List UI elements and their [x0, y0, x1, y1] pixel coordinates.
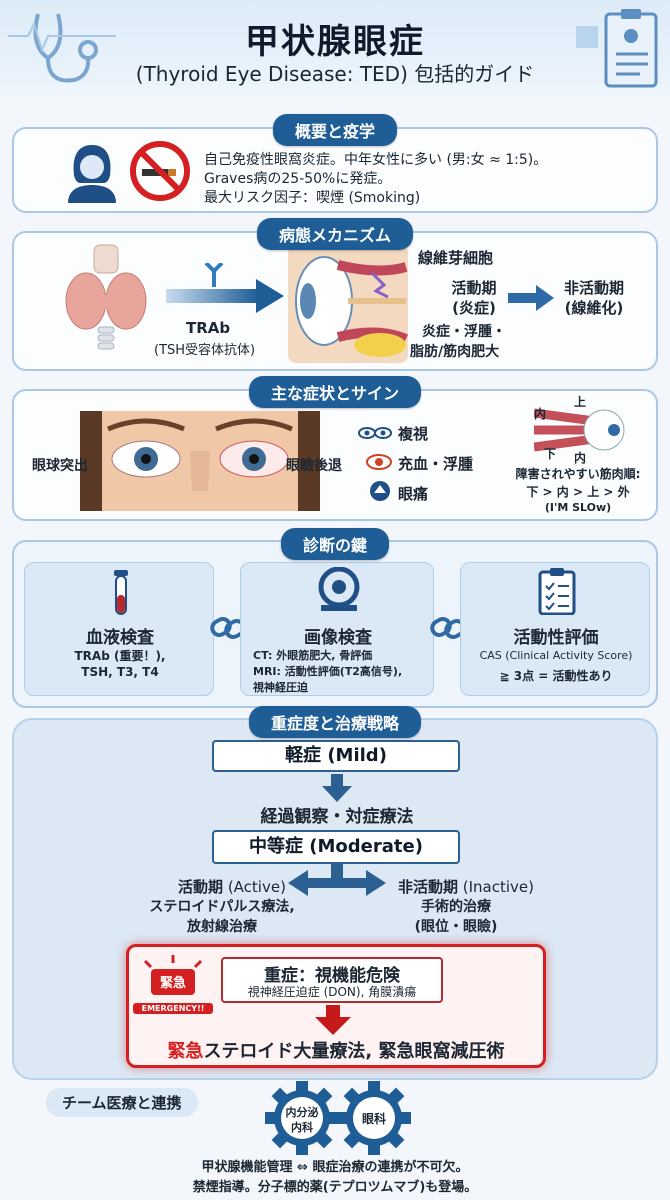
header-banner: 甲状腺眼症 (Thyroid Eye Disease: TED) 包括的ガイド — [0, 0, 670, 98]
muscle-down-label: 下 — [544, 447, 557, 461]
severe-box: 重症：視機能危険 視神経圧迫症 (DON), 角膜潰瘍 — [221, 957, 443, 1003]
severe-subtitle: 視神経圧迫症 (DON), 角膜潰瘍 — [247, 985, 417, 999]
eye-pain-label: 眼痛 — [398, 485, 429, 503]
imaging-line-3: 視神経圧迫 — [253, 681, 308, 694]
page-title: 甲状腺眼症 — [245, 22, 425, 62]
trab-sub-label: (TSH受容体抗体) — [154, 343, 256, 358]
urgent-treatment: 緊急ステロイド大量療法, 緊急眼窩減圧術 — [167, 1041, 505, 1062]
overview-heading: 概要と疫学 — [272, 114, 398, 146]
severe-title: 重症：視機能危険 — [264, 966, 400, 986]
treatment-section: 軽症 (Mild) 経過観察・対症療法 中等症 (Moderate) 活動期 (… — [12, 718, 658, 1080]
checklist-icon — [538, 568, 576, 615]
muscle-in2-label: 内 — [574, 451, 587, 465]
activity-card: 活動性評価 CAS (Clinical Activity Score) ≧ 3点… — [460, 562, 650, 696]
muscle-up-label: 上 — [574, 395, 587, 409]
thyroid-icon — [65, 244, 147, 350]
mild-box: 軽症 (Mild) — [212, 740, 460, 772]
activity-title: 活動性評価 — [513, 628, 599, 648]
blood-test-line-1: TRAb (重要！), — [74, 649, 166, 663]
double-vision-icon — [358, 427, 392, 439]
mild-treatment: 経過観察・対症療法 — [260, 807, 414, 827]
page-subtitle: (Thyroid Eye Disease: TED) 包括的ガイド — [135, 62, 535, 86]
woman-icon — [68, 145, 116, 203]
inactive-phase-sub: (線維化) — [564, 299, 624, 317]
inactive-branch-label: 非活動期 (Inactive) — [397, 878, 534, 896]
symptoms-heading: 主な症状とサイン — [248, 376, 422, 408]
treatment-heading: 重症度と治療戦略 — [248, 706, 422, 738]
antibody-arrow-icon — [166, 263, 284, 313]
fibroblast-label: 線維芽細胞 — [418, 249, 494, 267]
red-eye-icon — [366, 454, 392, 470]
team-line-1: 甲状腺機能管理 ⇔ 眼症治療の連携が不可欠。 — [201, 1160, 469, 1175]
stethoscope-icon — [8, 13, 116, 83]
overview-line-1: 自己免疫性眼窩炎症。中年女性に多い (男:女 ≈ 1:5)。 — [204, 152, 548, 168]
emergency-en-badge: EMERGENCY!! — [133, 1003, 213, 1014]
emergency-jp-badge: 緊急 — [159, 976, 186, 991]
inflammation-label: 炎症・浮腫・ — [422, 324, 506, 340]
down-arrow-icon — [322, 774, 352, 802]
eye-muscles-icon — [534, 408, 625, 452]
mechanism-heading: 病態メカニズム — [256, 218, 414, 250]
active-phase-label: 活動期 — [451, 279, 497, 297]
symptoms-section: 眼球突出 眼瞼後退 複視 充血・浮腫 眼痛 上 内 下 内 障害されやすい筋肉順… — [12, 389, 658, 521]
overview-line-3: 最大リスク因子：喫煙 (Smoking) — [204, 190, 421, 206]
active-treatment-2: 放射線治療 — [187, 919, 257, 935]
gear-ophthalmology-label: 眼科 — [361, 1112, 386, 1126]
team-heading: チーム医療と連携 — [46, 1088, 198, 1117]
blood-test-title: 血液検査 — [86, 628, 154, 648]
active-phase-sub: (炎症) — [452, 299, 496, 317]
imaging-title: 画像検査 — [304, 628, 372, 648]
muscle-in-label: 内 — [534, 407, 547, 421]
diagnosis-heading: 診断の鍵 — [280, 528, 390, 560]
moderate-box: 中等症 (Moderate) — [212, 830, 460, 864]
severe-panel: 緊急 EMERGENCY!! 重症：視機能危険 視神経圧迫症 (DON), 角膜… — [126, 944, 546, 1068]
redness-label: 充血・浮腫 — [398, 455, 474, 473]
proptosis-label: 眼球突出 — [32, 458, 88, 474]
eye-pain-icon — [370, 481, 390, 501]
activity-line-2: ≧ 3点 = 活動性あり — [499, 669, 613, 683]
proptosis-eyes-icon — [80, 411, 320, 511]
severe-down-arrow-icon — [315, 1005, 351, 1035]
muscle-order-title: 障害されやすい筋肉順: — [515, 467, 641, 481]
overview-line-2: Graves病の25-50%に発症。 — [204, 171, 392, 187]
active-treatment-1: ステロイドパルス療法, — [149, 899, 295, 915]
ct-scanner-icon — [318, 567, 360, 611]
imaging-line-2: MRI: 活動性評価(T2高信号), — [253, 665, 403, 678]
gear-icon-endocrinology — [265, 1081, 339, 1155]
team-line-2: 禁煙指導。分子標的薬(テプロツムマブ)も登場。 — [192, 1180, 478, 1195]
diagnosis-section: 血液検査 TRAb (重要！), TSH, T3, T4 画像検査 CT: 外眼… — [12, 540, 658, 708]
test-tube-icon — [114, 570, 128, 615]
imaging-line-1: CT: 外眼筋肥大, 骨評価 — [253, 649, 373, 662]
orbit-cross-section-icon — [288, 245, 408, 363]
split-arrow-icon — [288, 864, 386, 896]
muscle-order: 下 > 内 > 上 > 外 — [526, 485, 630, 499]
clipboard-icon — [576, 9, 658, 88]
no-smoking-icon — [130, 141, 190, 201]
blood-test-card: 血液検査 TRAb (重要！), TSH, T3, T4 — [24, 562, 214, 696]
phase-arrow-icon — [508, 285, 554, 311]
diplopia-label: 複視 — [398, 425, 429, 443]
activity-line-1: CAS (Clinical Activity Score) — [479, 649, 633, 662]
gear-endocrinology-line-1: 内分泌 — [285, 1106, 319, 1119]
mechanism-section: TRAb (TSH受容体抗体) 線維芽細胞 炎症・浮腫・ 脂肪/筋肉肥大 活動期… — [12, 231, 658, 371]
inactive-treatment-2: (眼位・眼瞼) — [414, 919, 498, 935]
lid-retraction-label: 眼瞼後退 — [286, 458, 342, 474]
gear-icon-ophthalmology — [337, 1081, 411, 1155]
emergency-siren-icon — [143, 955, 203, 995]
inactive-phase-label: 非活動期 — [563, 279, 624, 297]
active-branch-label: 活動期 (Active) — [178, 878, 286, 896]
imaging-card: 画像検査 CT: 外眼筋肥大, 骨評価 MRI: 活動性評価(T2高信号), 視… — [240, 562, 434, 696]
inactive-treatment-1: 手術的治療 — [421, 899, 491, 915]
trab-label: TRAb — [186, 319, 231, 337]
muscle-mnemonic: (I'M SLOw) — [544, 501, 612, 514]
gear-endocrinology-line-2: 内科 — [291, 1121, 313, 1134]
blood-test-line-2: TSH, T3, T4 — [81, 665, 159, 679]
hypertrophy-label: 脂肪/筋肉肥大 — [410, 344, 500, 360]
